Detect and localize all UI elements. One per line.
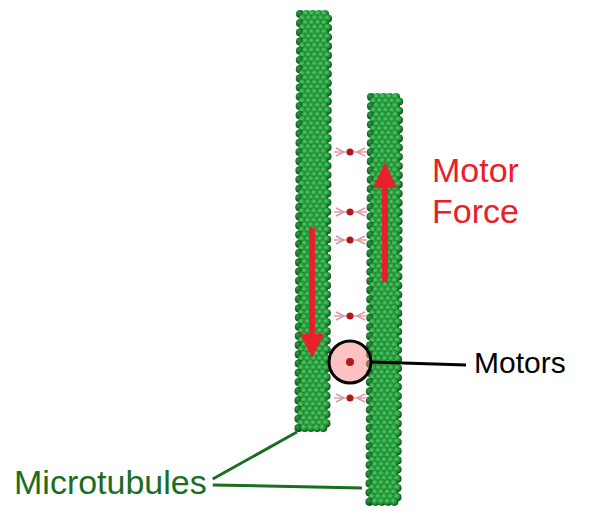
motor-protein: [334, 148, 367, 156]
motor-label: Motors: [474, 345, 592, 381]
tubulin-sphere: [390, 498, 398, 506]
motor-protein: [334, 208, 367, 216]
microtubules-drawing: [294, 10, 403, 506]
force-arrow: [300, 228, 324, 358]
force-arrow: [373, 162, 397, 282]
leader-line: [213, 432, 297, 479]
leader-lines: [213, 432, 362, 488]
microtubule-label: Microtubules: [14, 462, 244, 503]
microtubule: [294, 10, 332, 432]
tubulin-sphere: [319, 424, 327, 432]
leader-line: [213, 485, 362, 488]
leader-line: [371, 362, 466, 365]
motor-protein: [334, 394, 367, 402]
motor-dot: [346, 358, 354, 366]
motor-highlight: [329, 341, 371, 383]
microtubule: [365, 93, 403, 506]
motor-protein: [334, 236, 367, 244]
force-label: Motor Force: [432, 150, 562, 233]
motor-protein: [334, 312, 367, 320]
